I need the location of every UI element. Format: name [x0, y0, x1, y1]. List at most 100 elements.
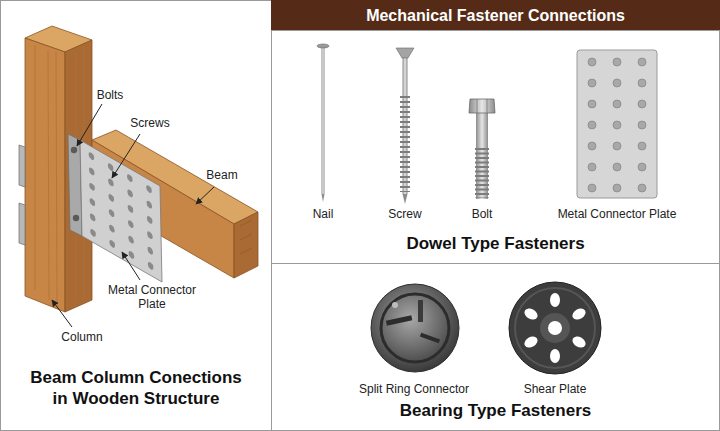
shear-plate-holes — [550, 293, 560, 307]
item-label: Nail — [293, 207, 353, 221]
plate-holes — [613, 58, 621, 66]
screw-heads — [129, 250, 135, 260]
screw-heads — [90, 213, 96, 223]
plate-holes — [588, 184, 596, 192]
screw-heads — [128, 219, 134, 229]
figure-panel: Beam Column Conections in Wooden Structu… — [0, 0, 272, 431]
plate-holes — [613, 79, 621, 87]
screw-heads — [146, 200, 152, 210]
plate-holes — [638, 100, 646, 108]
fastener-panel: Dowel Type Fasteners — [271, 30, 720, 264]
bolt-head-facet — [477, 99, 487, 113]
plate-holes — [588, 100, 596, 108]
plate-tab — [19, 203, 25, 245]
header-band: Mechanical Fastener Connections — [271, 0, 720, 31]
item-label: Screw — [375, 207, 435, 221]
leader-line — [196, 187, 214, 204]
plate-holes — [588, 58, 646, 192]
fastener-panel: Bearing Type Fasteners — [271, 263, 720, 431]
panel-caption: Beam Column Conections in Wooden Structu… — [25, 367, 247, 410]
plate-drawing — [577, 50, 657, 198]
screw-heads — [108, 162, 114, 172]
panel-heading: Bearing Type Fasteners — [296, 400, 696, 421]
plate-holes — [588, 58, 596, 66]
plate-holes — [613, 121, 621, 129]
split-ring-highlight — [392, 302, 398, 308]
screw-heads — [128, 235, 134, 245]
screw-heads — [89, 151, 95, 161]
bolt-thread — [475, 148, 489, 198]
split-ring-slot — [420, 333, 440, 344]
part-label: Metal Connector Plate — [106, 283, 198, 312]
header-title: Mechanical Fastener Connections — [281, 6, 711, 26]
leader-line — [77, 104, 102, 146]
plate-holes — [588, 121, 596, 129]
nail-point — [322, 194, 325, 202]
leader-line — [122, 252, 140, 280]
leader-line — [52, 300, 72, 327]
plate-tab — [19, 145, 25, 187]
screw-heads — [108, 193, 114, 203]
plate-holes — [588, 163, 596, 171]
end-grain — [240, 220, 252, 254]
item-label: Split Ring Connector — [339, 382, 489, 396]
screw-drawing — [396, 48, 414, 204]
plate-holes — [638, 163, 646, 171]
shear-plate-holes — [522, 306, 539, 322]
bolt-head — [71, 147, 77, 153]
screw-heads — [147, 230, 153, 240]
shear-plate-hole — [548, 321, 562, 335]
screw-heads — [108, 177, 114, 187]
screw-heads — [89, 166, 95, 176]
plate-holes — [638, 121, 646, 129]
plate-holes — [613, 163, 621, 171]
bolt-drawing — [469, 99, 495, 199]
plate-holes — [613, 184, 621, 192]
bolt-shank — [476, 113, 488, 199]
screw-heads — [109, 239, 115, 249]
leader-line — [112, 134, 140, 178]
plate-holes — [638, 58, 646, 66]
nail-drawing — [317, 44, 329, 202]
part-label: Beam — [197, 168, 247, 182]
screw-heads — [128, 204, 134, 214]
shear-plate-hub — [540, 313, 570, 343]
split-ring-drawing — [371, 284, 459, 372]
split-ring-outer — [371, 284, 459, 372]
shear-plate-holes — [522, 334, 539, 350]
screw-heads — [90, 228, 96, 238]
bolt-head — [469, 99, 495, 113]
plate-holes — [638, 79, 646, 87]
part-label: Bolts — [80, 88, 140, 102]
leader-lines — [52, 104, 214, 327]
plate-holes — [613, 142, 621, 150]
nail-head — [317, 44, 329, 48]
panel-heading: Dowel Type Fasteners — [296, 233, 696, 254]
shear-plate-holes — [522, 293, 587, 363]
shear-plate-body — [509, 282, 601, 374]
split-ring-slot — [386, 315, 412, 325]
screw-heads — [147, 246, 153, 256]
screw-heads — [109, 224, 115, 234]
plate-holes — [638, 142, 646, 150]
screw-heads — [146, 184, 152, 194]
plate-holes — [588, 142, 596, 150]
screw-thread — [400, 96, 410, 192]
plate-holes — [613, 100, 621, 108]
split-ring-band — [381, 294, 449, 362]
nail-shank — [322, 46, 325, 194]
wood-grain — [35, 45, 84, 305]
shear-plate-holes — [570, 306, 587, 322]
part-label: Screws — [120, 116, 180, 130]
screw-heads — [148, 261, 154, 271]
screw-heads — [109, 208, 115, 218]
plate-holes — [588, 79, 596, 87]
item-label: Bolt — [452, 207, 512, 221]
screw-head — [396, 48, 414, 58]
beam-end — [234, 212, 258, 278]
column-front — [25, 38, 65, 312]
plate-face — [80, 140, 162, 282]
shear-plate-drawing — [509, 282, 601, 374]
part-label: Column — [52, 330, 112, 344]
connector-plate-drawing — [68, 134, 162, 282]
